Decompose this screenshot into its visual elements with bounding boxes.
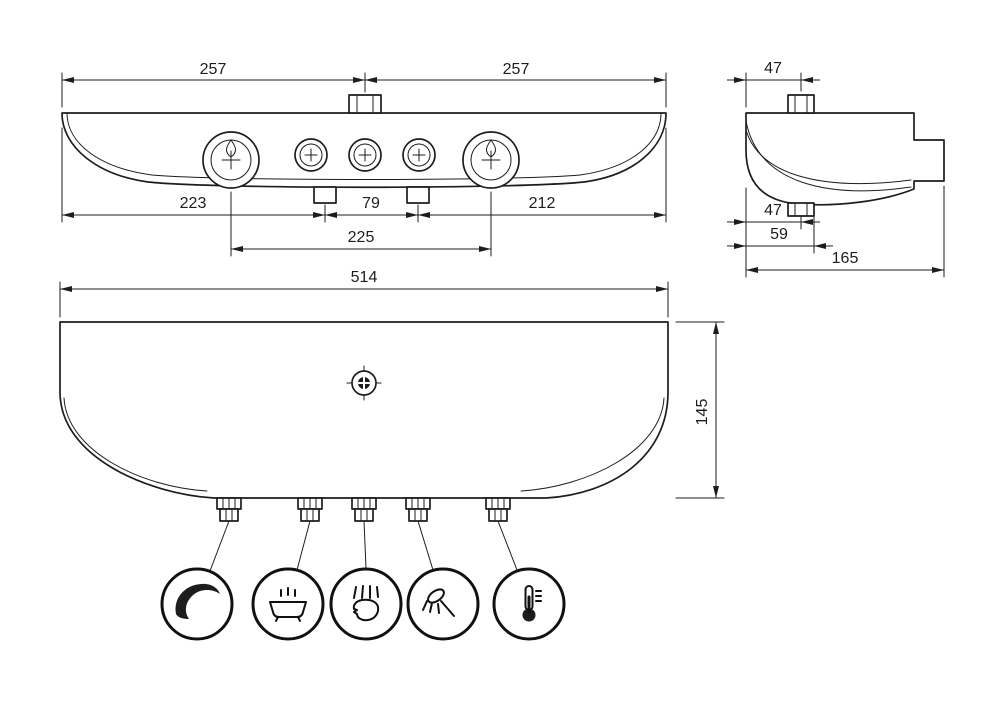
right-handle [462,131,520,189]
flow-control-icon [160,567,234,641]
mounting-tab-1 [313,186,337,204]
left-handle [202,131,260,189]
front-view-body-outline [59,321,669,499]
front-view-inner-contour-right [520,397,665,492]
port-3 [402,138,436,172]
port-2 [348,138,382,172]
top-view-inner-contour [66,112,662,180]
side-view-body-outline [745,112,945,206]
outlet-stub-4 [405,497,431,522]
dim-label-145: 145 [694,399,711,426]
dim-side-outlet-edge: 59 [727,216,833,254]
outlet-stub-3 [351,497,377,522]
top-inlet-fitting [348,94,382,114]
dim-label-59: 59 [770,226,788,243]
dim-label-165: 165 [832,250,859,267]
outlet-stub-1 [216,497,242,522]
overhead-shower-icon [329,567,403,641]
dim-label-212: 212 [529,195,556,212]
center-screw [346,365,382,401]
side-view-inner-contour-1 [745,120,912,192]
dim-handle-span: 225 [230,191,492,257]
dim-side-outlet-offset: 47 [727,202,820,230]
dim-label-257-left: 257 [200,61,227,78]
side-view-inner-contour-2 [745,129,912,185]
dim-label-225: 225 [348,229,375,246]
dim-label-79: 79 [362,195,380,212]
mounting-tab-2 [406,186,430,204]
dim-label-223: 223 [180,195,207,212]
side-view: 47 47 59 165 [727,60,945,278]
dim-front-height: 145 [675,321,725,499]
front-view-inner-contour-left [63,397,208,492]
dim-top-widths: 257 257 [61,61,667,108]
top-view: 257 257 223 79 212 225 [61,61,667,257]
outlet-stub-2 [297,497,323,522]
dim-port-positions: 223 79 212 [61,127,667,223]
dim-label-47-top: 47 [764,60,782,77]
dim-label-47-bottom: 47 [764,202,782,219]
dim-label-257-right: 257 [503,61,530,78]
icon-leader-lines [209,520,518,572]
side-inlet-fitting [787,94,815,114]
port-1 [294,138,328,172]
dim-side-depth: 165 [746,185,945,278]
hand-shower-icon [406,567,480,641]
dim-front-width: 514 [59,269,669,318]
top-view-body-outline [61,112,667,189]
temperature-icon [492,567,566,641]
front-view: 514 145 [59,269,725,641]
outlet-stub-5 [485,497,511,522]
side-outlet-fitting [787,202,815,217]
dim-label-514: 514 [351,269,378,286]
dim-side-inlet-offset: 47 [727,60,820,108]
bath-filler-icon [251,567,325,641]
